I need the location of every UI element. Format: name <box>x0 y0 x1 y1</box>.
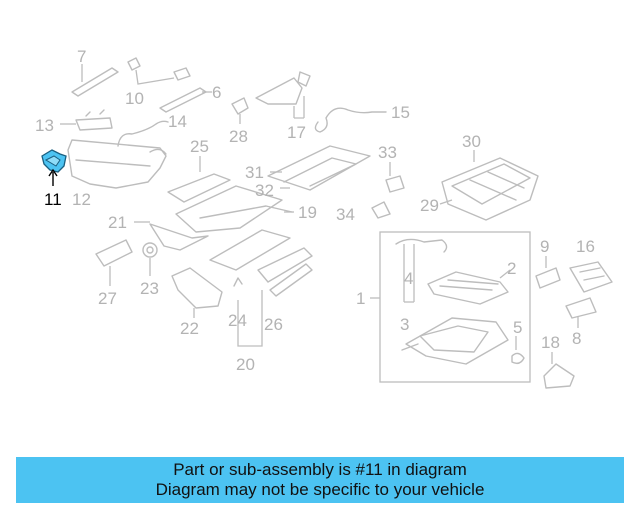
part-27-shape <box>95 239 133 286</box>
part-23-shape <box>142 242 158 276</box>
callout-15: 15 <box>391 103 410 122</box>
part-18-shape <box>543 352 575 389</box>
part-20-24-shape <box>209 229 313 347</box>
callout-27: 27 <box>98 289 117 308</box>
callout-17: 17 <box>287 123 306 142</box>
part-9-shape <box>535 256 561 289</box>
part-1-5-group-box <box>370 231 531 383</box>
callout-25: 25 <box>190 137 209 156</box>
part-16-shape <box>569 261 613 293</box>
callout-32: 32 <box>255 181 274 200</box>
part-29-30-cushion-shape <box>439 150 539 221</box>
part-14-shape <box>117 120 169 147</box>
callout-3: 3 <box>400 315 409 334</box>
part-7-shape <box>71 64 119 97</box>
callout-24: 24 <box>228 311 247 330</box>
banner-disclaimer-text: Diagram may not be specific to your vehi… <box>155 480 485 499</box>
callout-30: 30 <box>462 132 481 151</box>
callout-10: 10 <box>125 89 144 108</box>
callout-16: 16 <box>576 237 595 256</box>
callout-19: 19 <box>298 203 317 222</box>
part-6-shape <box>159 87 212 113</box>
callout-labels: 7 10 6 28 17 15 13 14 11 12 25 31 32 33 … <box>35 47 595 374</box>
callout-4: 4 <box>404 269 413 288</box>
part-28-shape <box>231 97 249 124</box>
callout-28: 28 <box>229 127 248 146</box>
part-19-frame-shape <box>134 185 294 251</box>
part-8-shape <box>565 297 597 328</box>
callout-26: 26 <box>264 315 283 334</box>
banner-part-text: Part or sub-assembly is #11 in diagram <box>173 460 467 479</box>
parts-diagram: 7 10 6 28 17 15 13 14 11 12 25 31 32 33 … <box>35 47 613 389</box>
callout-18: 18 <box>541 333 560 352</box>
callout-13: 13 <box>35 116 54 135</box>
callout-2: 2 <box>507 259 516 278</box>
info-banner: Part or sub-assembly is #11 in diagram D… <box>16 457 624 503</box>
callout-29: 29 <box>420 196 439 215</box>
part-11-highlighted[interactable] <box>41 149 67 186</box>
part-10-shape <box>127 57 191 85</box>
part-22-shape <box>171 267 223 318</box>
callout-33: 33 <box>378 143 397 162</box>
callout-7: 7 <box>77 47 86 66</box>
callout-5: 5 <box>513 318 522 337</box>
callout-6: 6 <box>212 83 221 102</box>
part-17-shape <box>255 71 387 133</box>
callout-23: 23 <box>140 279 159 298</box>
callout-11: 11 <box>44 190 62 209</box>
callout-14: 14 <box>168 112 187 131</box>
callout-20: 20 <box>236 355 255 374</box>
callout-21: 21 <box>108 213 127 232</box>
callout-31: 31 <box>245 163 264 182</box>
part-31-32-shape <box>267 145 371 191</box>
part-12-shape <box>67 139 167 189</box>
callout-34: 34 <box>336 205 355 224</box>
callout-12: 12 <box>72 190 91 209</box>
callout-9: 9 <box>540 237 549 256</box>
part-25-shape <box>167 156 231 203</box>
callout-1: 1 <box>356 289 365 308</box>
part-13-shape <box>60 109 113 131</box>
callout-8: 8 <box>572 329 581 348</box>
part-33-shape <box>371 162 405 219</box>
callout-22: 22 <box>180 319 199 338</box>
